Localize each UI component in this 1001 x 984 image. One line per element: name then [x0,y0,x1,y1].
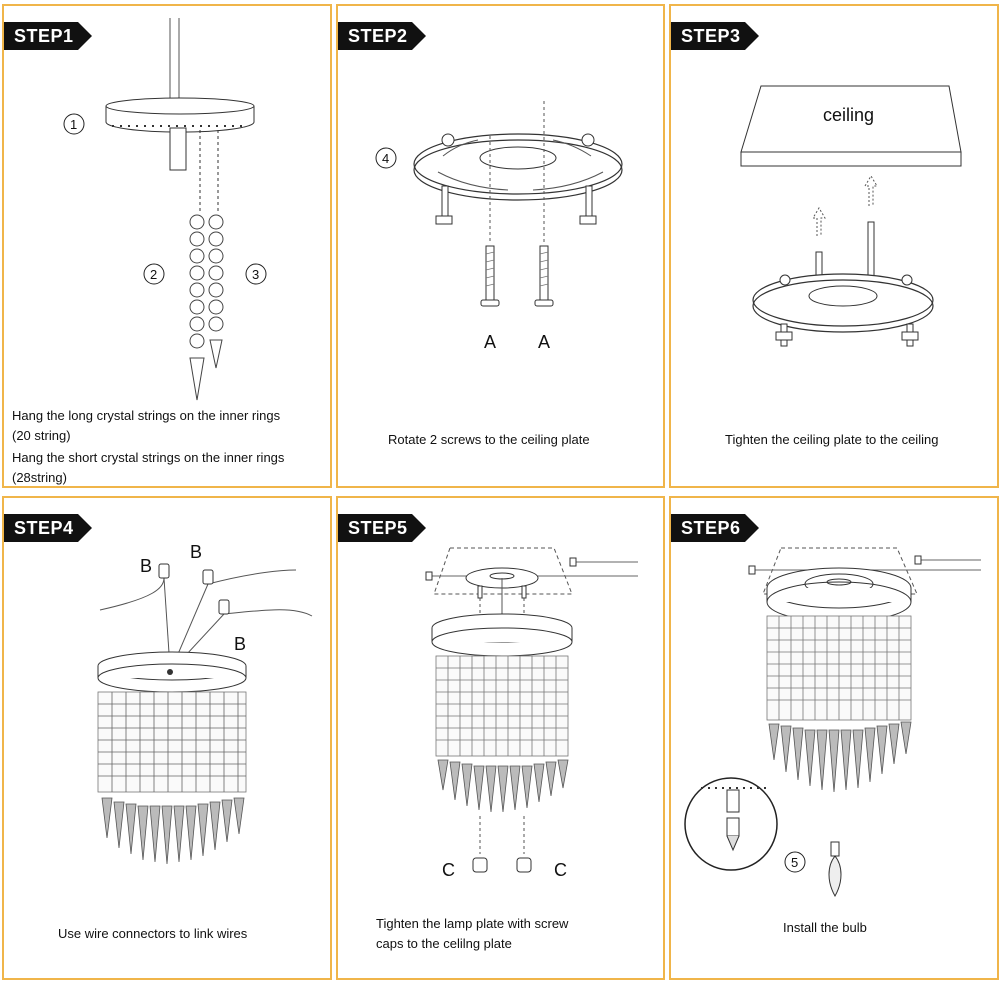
label-c-right: C [554,860,567,880]
step1-caption-3: Hang the short crystal strings on the in… [12,450,285,465]
step1-illustration: 1 2 3 [63,18,267,401]
step3-caption: Tighten the ceiling plate to the ceiling [725,432,939,447]
step6-illustration: 5 [684,547,981,898]
step6-panel: STEP6 [669,496,999,980]
label-b-2: B [190,542,202,562]
label-b-3: B [234,634,246,654]
label-a-right: A [538,332,550,352]
step5-tag: STEP5 [338,514,426,542]
callout-5: 5 [791,855,798,870]
callout-2: 2 [150,267,157,282]
step6-tag: STEP6 [671,514,759,542]
step1-caption-1: Hang the long crystal strings on the inn… [12,408,281,423]
step3-tag: STEP3 [671,22,759,50]
ceiling-label: ceiling [823,105,874,125]
step4-tag: STEP4 [4,514,92,542]
step1-caption-2: (20 string) [12,428,71,443]
callout-1: 1 [70,117,77,132]
callout-3: 3 [252,267,259,282]
step6-caption: Install the bulb [783,920,867,935]
step2-tag: STEP2 [338,22,426,50]
step4-caption: Use wire connectors to link wires [58,926,248,941]
step3-panel: STEP3 ceiling Tighten the ceiling plate … [669,4,999,488]
step4-illustration: B B B [97,542,313,865]
step5-caption-2: caps to the celilng plate [376,936,512,951]
step5-caption-1: Tighten the lamp plate with screw [376,916,569,931]
step3-illustration: ceiling [740,85,962,347]
label-b-1: B [140,556,152,576]
step2-panel: STEP2 [336,4,665,488]
step1-caption-4: (28string) [12,470,67,485]
step5-illustration: C C [425,547,638,880]
step5-panel: STEP5 [336,496,665,980]
step2-caption: Rotate 2 screws to the ceiling plate [388,432,590,447]
step2-illustration: 4 A A [375,101,623,352]
step1-tag: STEP1 [4,22,92,50]
label-a-left: A [484,332,496,352]
step1-panel: STEP1 1 2 [2,4,332,488]
label-c-left: C [442,860,455,880]
callout-4: 4 [382,151,389,166]
step4-panel: STEP4 B B B [2,496,332,980]
